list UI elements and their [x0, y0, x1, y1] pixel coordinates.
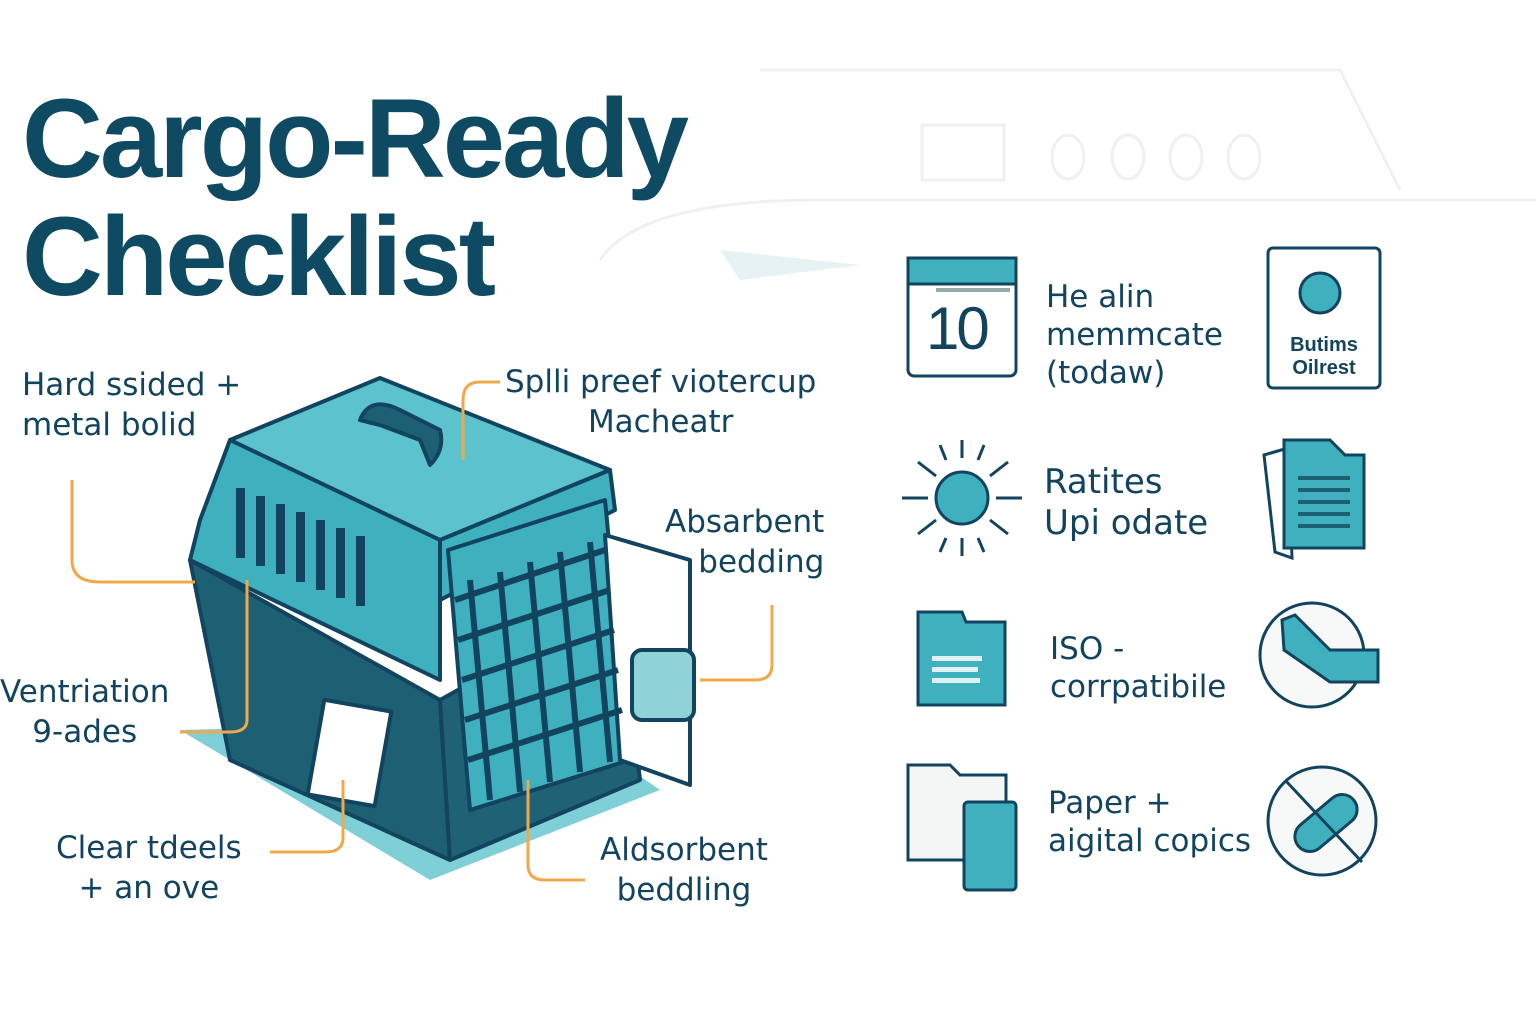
callout-hard-sided: Hard ssided + metal bolid: [22, 365, 241, 445]
calendar-day: 10: [926, 295, 990, 362]
callout-ventilation: Ventriation 9-ades: [0, 672, 169, 752]
callout-line: Splli preef viotercup: [505, 364, 817, 400]
checklist-item-rabies-update: Ratites Upi odate: [1044, 462, 1208, 544]
crate-handle: [358, 402, 444, 467]
checklist-text: memmcate: [1046, 317, 1223, 353]
title-line-2: Checklist: [22, 194, 496, 319]
callout-line: Ventriation: [0, 674, 170, 710]
checklist-text: ISO -: [1050, 631, 1125, 667]
callout-leader-lines: [70, 380, 774, 882]
checklist-item-iso-compatible: ISO - corrpatibile: [1050, 630, 1226, 706]
callout-line: 9-ades: [32, 714, 138, 750]
calendar-icon: [906, 256, 1018, 378]
callout-line: bedding: [698, 544, 825, 580]
folder-icon: [916, 610, 1007, 707]
callout-absorbent-bedding-top: Absarbent bedding: [665, 502, 824, 582]
checklist-item-paper-digital-copies: Paper + aigital copics: [1048, 784, 1251, 860]
callout-line: Clear tdeels: [56, 830, 242, 866]
water-cup: [630, 648, 696, 722]
label-plate: [305, 697, 394, 809]
badge-line: Oilrest: [1292, 357, 1356, 379]
callout-line: Aldsorbent: [600, 832, 768, 868]
badge-line: Butims: [1290, 334, 1358, 356]
collar-icon: [1258, 601, 1380, 709]
callout-water-cup: Splli preef viotercup Macheatr: [505, 362, 816, 442]
callout-line: beddling: [616, 872, 752, 908]
checklist-text: corrpatibile: [1050, 669, 1227, 705]
door-grid: [454, 541, 623, 801]
callout-absorbent-bedding-bottom: Aldsorbent beddling: [600, 830, 768, 910]
folder-tablet-icon: [906, 763, 1018, 892]
checklist-text: He alin: [1046, 279, 1155, 315]
ventilation-slots: [236, 488, 365, 606]
checklist-text: Upi odate: [1044, 503, 1209, 543]
callout-line: Macheatr: [587, 404, 734, 440]
checklist-text: (todaw): [1046, 355, 1166, 391]
document-icon: [1262, 438, 1366, 561]
checklist-text: Paper +: [1048, 785, 1172, 821]
callout-line: metal bolid: [22, 407, 197, 443]
checklist-item-health-certificate: He alin memmcate (todaw): [1046, 278, 1223, 392]
checklist-text: Ratites: [1044, 462, 1163, 502]
page-title: Cargo-Ready Checklist: [22, 76, 689, 319]
callout-clear-labels: Clear tdeels + an ove: [56, 828, 242, 908]
callout-line: + an ove: [78, 870, 220, 906]
checklist-text: aigital copics: [1048, 823, 1252, 859]
sun-icon: [902, 440, 1022, 556]
title-line-1: Cargo-Ready: [22, 76, 689, 201]
certificate-icon: [1266, 246, 1382, 390]
callout-line: Hard ssided +: [22, 367, 242, 403]
no-pill-icon: [1266, 765, 1378, 877]
callout-line: Absarbent: [665, 504, 825, 540]
certificate-badge-text: Butims Oilrest: [1268, 334, 1380, 380]
